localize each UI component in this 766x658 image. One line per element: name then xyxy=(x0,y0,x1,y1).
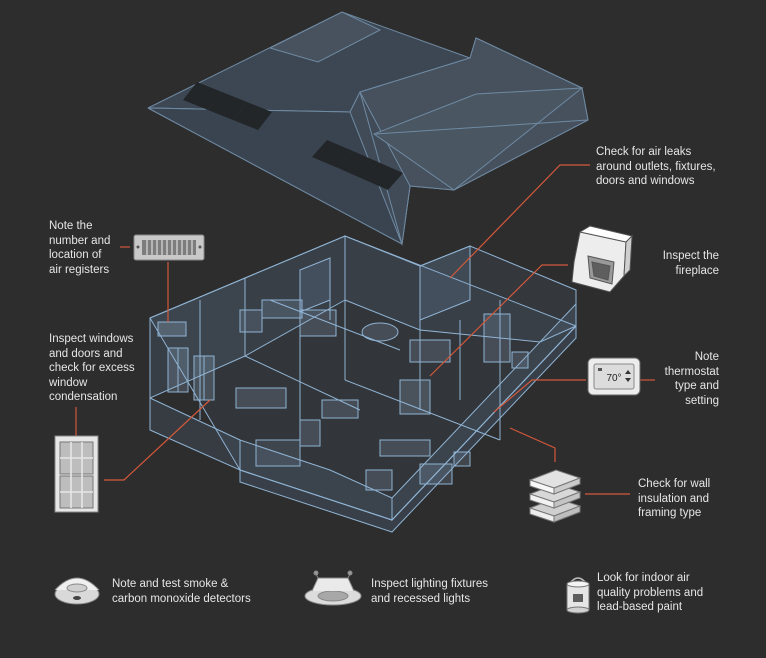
callout-line-2: around outlets, fixtures, xyxy=(596,160,716,173)
callout-line-1: Note xyxy=(694,351,719,363)
callout-line-1: Note the xyxy=(49,220,93,232)
callout-line-1: Inspect the xyxy=(662,250,719,262)
item-line-2: and recessed lights xyxy=(371,592,471,605)
callout-insulation: Check for wall insulation and framing ty… xyxy=(638,477,748,521)
callout-windows: Inspect windows and doors and check for … xyxy=(49,332,159,405)
callout-line-3: type and xyxy=(674,380,719,392)
air-register-icon xyxy=(133,234,205,261)
exploded-roof xyxy=(147,11,589,246)
recessed-light-icon xyxy=(304,570,362,606)
thermostat-icon: 70° xyxy=(587,357,641,396)
item-line-2: quality problems and xyxy=(597,586,704,599)
callout-line-5: condensation xyxy=(49,391,118,403)
callout-line-4: window xyxy=(49,376,88,389)
callout-line-2: number and xyxy=(49,234,111,247)
callout-thermostat: Note thermostat type and setting xyxy=(640,350,719,408)
roof-skylights xyxy=(183,82,403,190)
window-icon xyxy=(54,435,99,513)
thermostat-reading: 70° xyxy=(606,373,621,384)
item-line-2: carbon monoxide detectors xyxy=(112,592,251,605)
callout-line-3: framing type xyxy=(638,507,702,519)
callout-line-2: fireplace xyxy=(675,264,719,277)
house-floorplan xyxy=(149,235,577,533)
callout-line-2: and doors and xyxy=(49,347,123,360)
callout-line-3: doors and windows xyxy=(596,175,695,187)
callout-air-leaks: Check for air leaks around outlets, fixt… xyxy=(596,145,746,189)
callout-lines xyxy=(75,164,655,495)
fireplace-icon xyxy=(571,225,633,293)
callout-line-1: Check for air leaks xyxy=(596,146,692,158)
smoke-detector-icon xyxy=(54,577,100,605)
callout-line-2: thermostat xyxy=(664,365,719,378)
bottom-item-air-quality: Look for indoor air quality problems and… xyxy=(597,571,737,615)
callout-line-1: Inspect windows xyxy=(49,333,134,345)
callout-line-4: setting xyxy=(685,394,719,407)
paint-can-icon xyxy=(566,577,590,614)
item-line-1: Note and test smoke & xyxy=(112,578,229,590)
bottom-item-lighting: Inspect lighting fixtures and recessed l… xyxy=(371,577,521,606)
callout-line-3: location of xyxy=(49,249,102,261)
callout-line-2: insulation and xyxy=(638,492,709,505)
callout-fireplace: Inspect the fireplace xyxy=(630,249,719,278)
item-line-1: Look for indoor air xyxy=(597,572,690,584)
insulation-icon xyxy=(528,469,582,523)
bottom-item-smoke-detectors: Note and test smoke & carbon monoxide de… xyxy=(112,577,282,606)
callout-line-1: Check for wall xyxy=(638,478,711,490)
item-line-3: lead-based paint xyxy=(597,601,683,613)
callout-line-3: check for excess xyxy=(49,362,135,374)
item-line-1: Inspect lighting fixtures xyxy=(371,578,488,590)
callout-line-4: air registers xyxy=(49,263,110,276)
callout-air-registers: Note the number and location of air regi… xyxy=(49,219,129,277)
